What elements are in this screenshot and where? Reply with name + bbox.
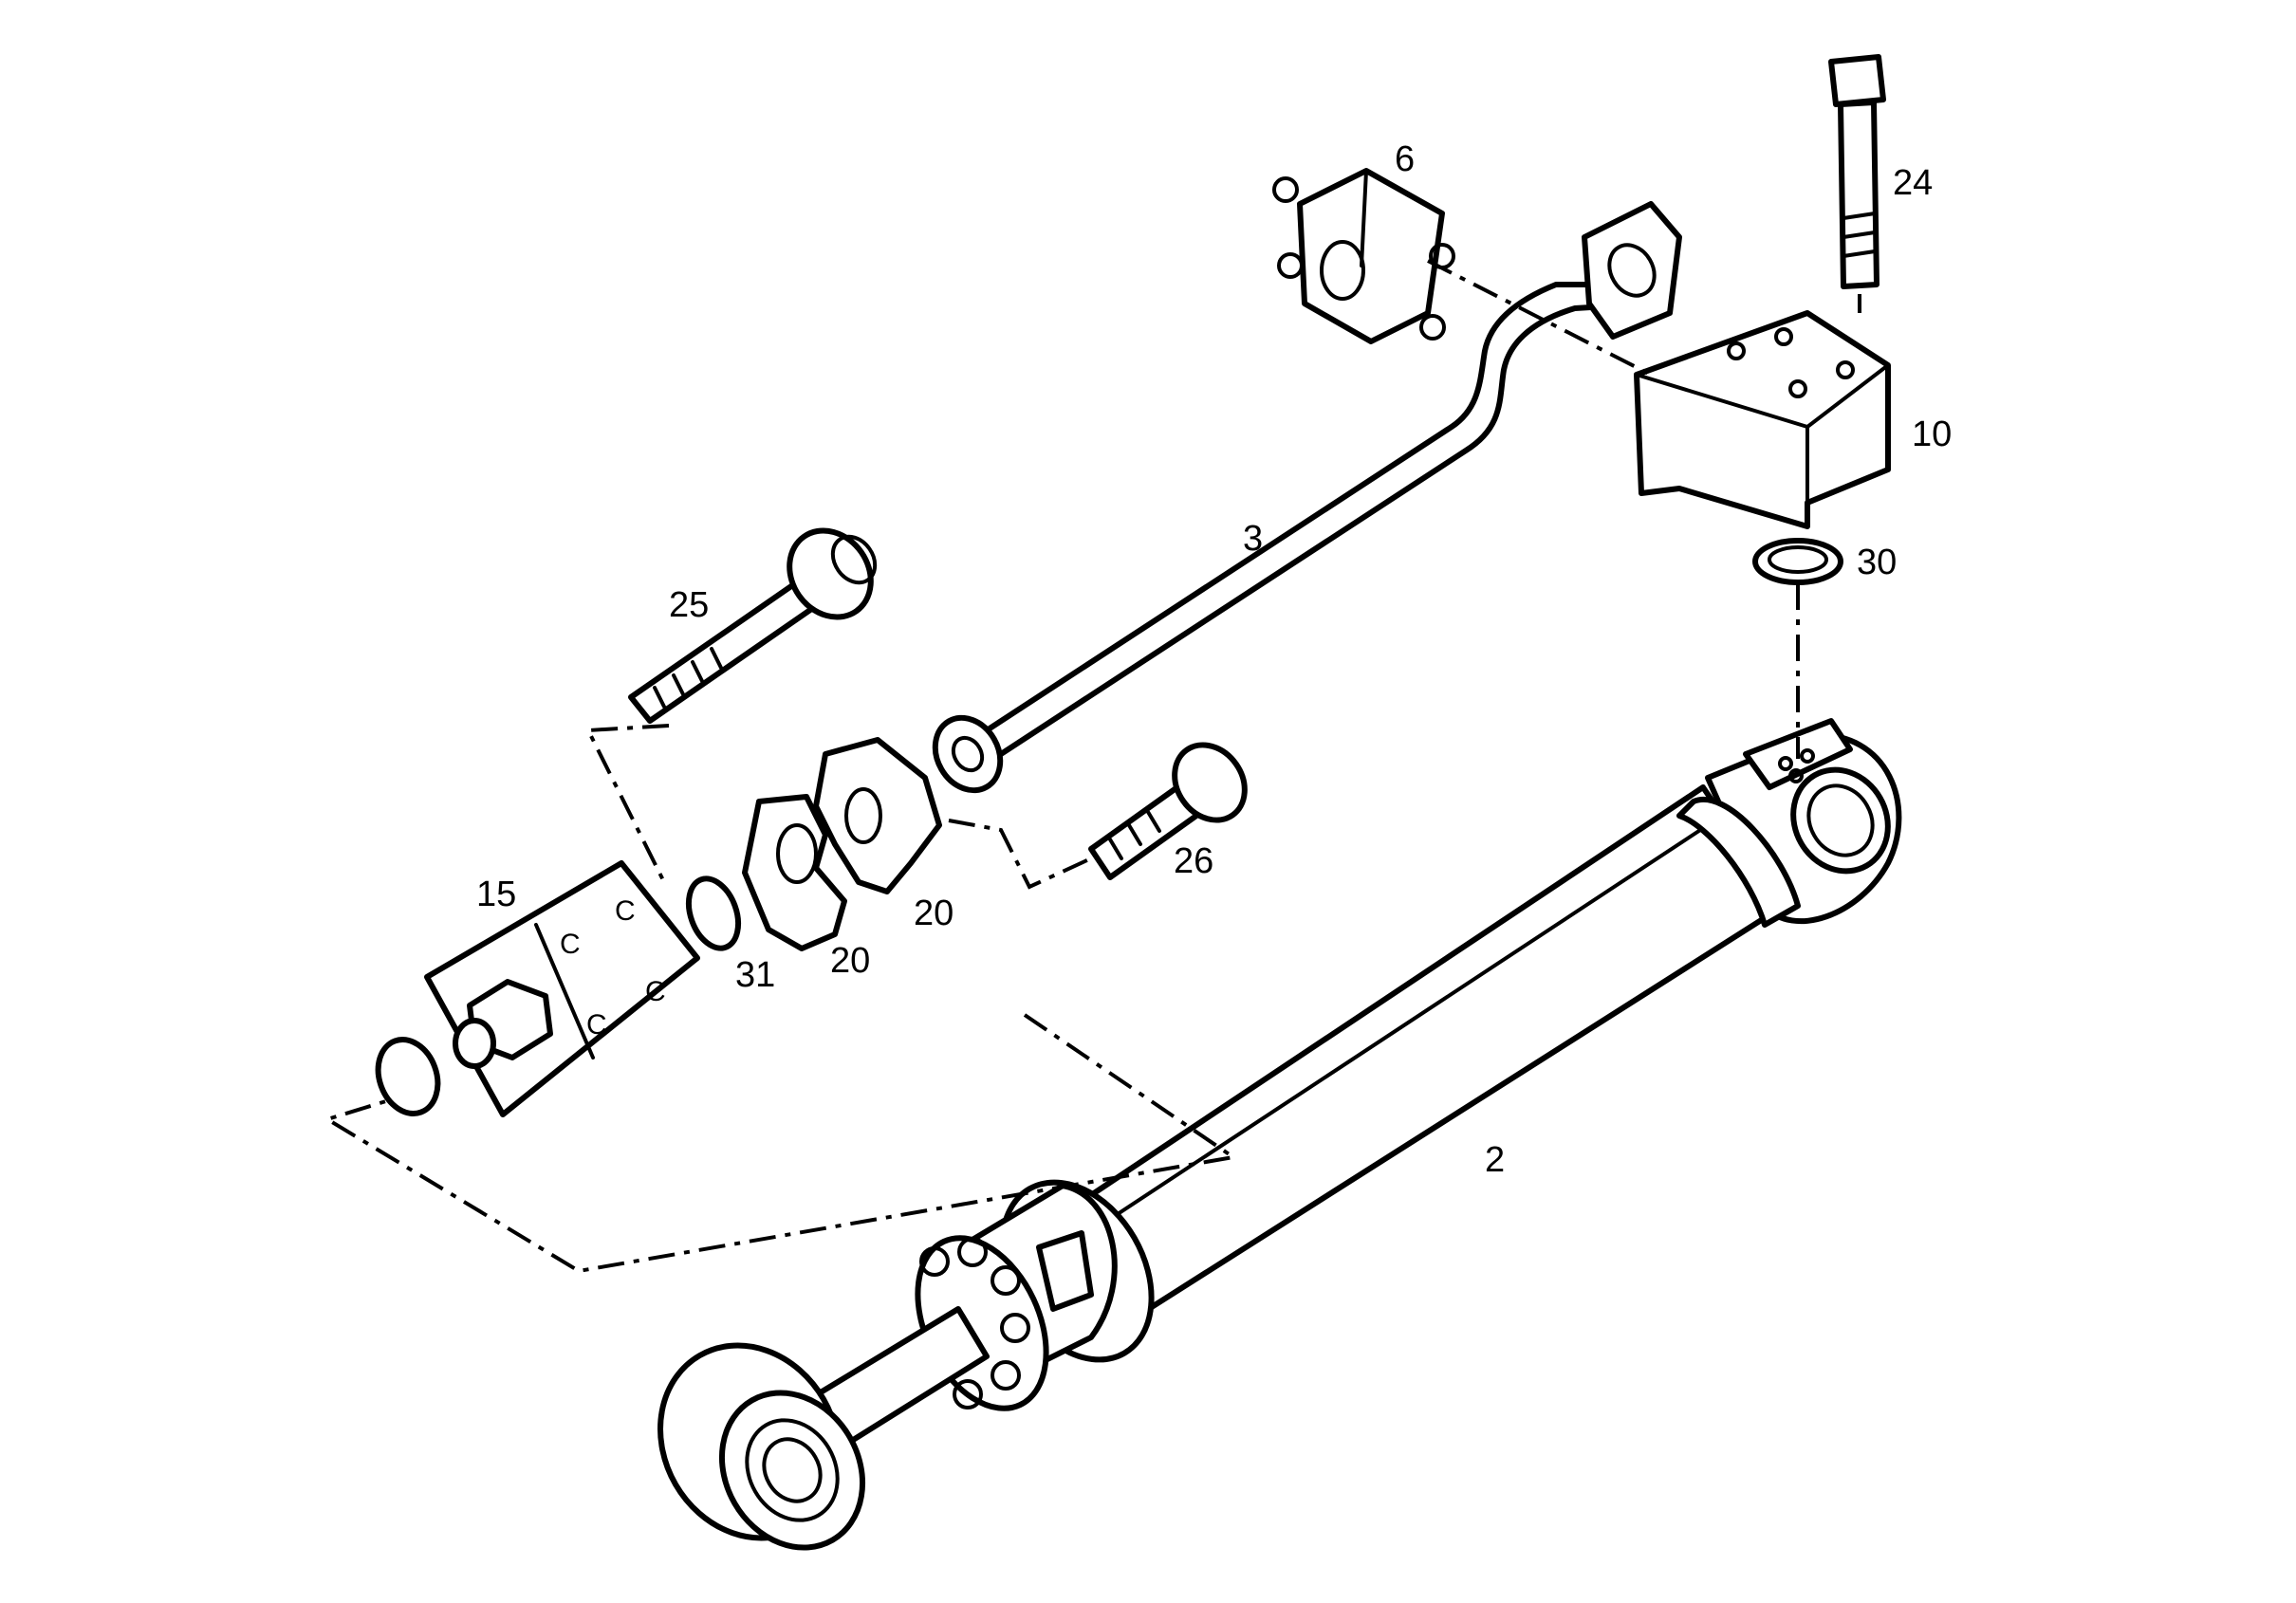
callout-20-lower: 20 (830, 941, 870, 981)
callout-labels: 2 3 6 10 15 20 20 24 25 26 30 31 (476, 139, 1952, 1180)
screw-25 (628, 527, 878, 724)
o-ring-31 (685, 875, 742, 951)
flange-half-a (742, 794, 847, 951)
valve-block: C C C C (424, 860, 700, 1117)
screw-26 (1088, 742, 1248, 880)
callout-20-upper: 20 (914, 894, 954, 933)
callout-2: 2 (1485, 1140, 1505, 1180)
callout-25: 25 (669, 585, 709, 625)
hydraulic-cylinder (657, 718, 1902, 1551)
hydraulic-pipe (932, 201, 1682, 794)
callout-26: 26 (1174, 841, 1213, 881)
mounting-block (1634, 310, 1891, 529)
svg-text:C: C (560, 929, 581, 960)
bolt-24 (1828, 54, 1886, 289)
svg-text:C: C (586, 1009, 607, 1041)
svg-text:C: C (615, 895, 636, 927)
callout-10: 10 (1912, 415, 1952, 454)
o-ring-lower (375, 1037, 441, 1116)
callout-3: 3 (1243, 519, 1263, 559)
alignment-lines (323, 259, 1861, 1274)
o-ring-30 (1752, 538, 1843, 585)
flange-half-b (813, 737, 942, 894)
callout-6: 6 (1395, 139, 1415, 179)
pipe-clamp (1272, 168, 1455, 344)
callout-24: 24 (1893, 163, 1933, 203)
callout-30: 30 (1857, 543, 1897, 582)
svg-text:C: C (645, 976, 666, 1007)
callout-31: 31 (735, 955, 775, 995)
callout-15: 15 (476, 875, 516, 914)
